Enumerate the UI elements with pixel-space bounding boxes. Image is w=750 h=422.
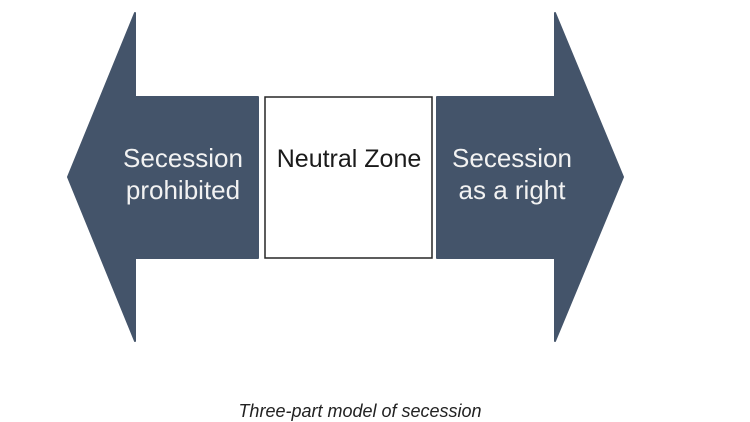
right-arrow-label-line-1: Secession xyxy=(452,143,572,173)
right-arrow-label-line-2: as a right xyxy=(458,175,566,205)
left-arrow-label-line-2: prohibited xyxy=(125,175,241,205)
neutral-zone-box xyxy=(264,96,433,259)
left-arrow-shape xyxy=(67,12,259,342)
right-arrow-label: Secession as a right xyxy=(392,142,632,206)
neutral-zone-label: Neutral Zone xyxy=(276,145,422,173)
diagram-caption: Three-part model of secession xyxy=(238,401,482,421)
right-arrow-shape xyxy=(436,12,624,342)
left-arrow-label: Secession prohibited xyxy=(63,142,303,206)
left-arrow-label-line-1: Secession xyxy=(123,143,243,173)
